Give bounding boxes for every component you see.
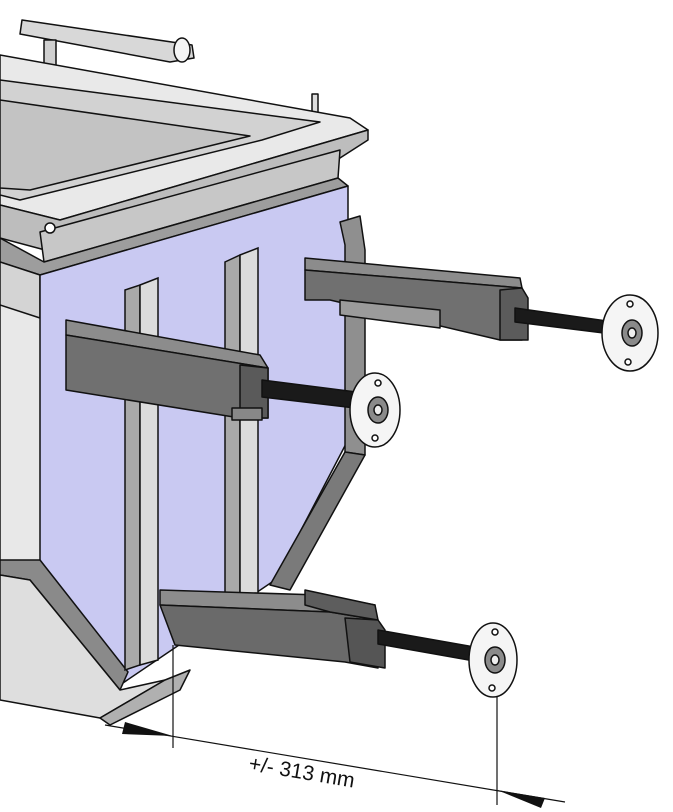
flange-upper-bolt-2 [624,358,632,366]
channel-mid-flange [239,246,259,601]
bracket-lower-end [344,617,386,669]
flange-upper-hole [627,327,637,339]
channel-mid [224,253,241,608]
bracket-lower-block [304,589,379,621]
arrowhead-left [122,722,173,736]
flange-lower-hole [490,654,500,666]
dimension-line [104,724,566,803]
bracket-middle[interactable] [65,319,401,448]
base-shadow [99,669,191,726]
lid-bolt [44,222,56,234]
bracket-middle-clip [231,407,263,421]
flange-lower-bolt-2 [488,684,496,692]
bracket-lower[interactable] [159,589,518,698]
bracket-middle-end [239,364,269,419]
arrowhead-right [497,790,545,808]
lid-inner-glass [0,99,251,191]
flange-lower-bolt-1 [491,628,499,636]
rod-lower [377,629,481,663]
flange-upper-bolt-1 [626,300,634,308]
flange-middle-bolt-2 [371,434,379,442]
box-body [0,185,366,726]
flange-middle-hole [373,404,383,416]
right-frame-diagonal [269,451,366,591]
bracket-upper[interactable] [304,257,659,372]
lid-handle-end [173,37,191,63]
flange-middle-bolt-1 [374,379,382,387]
bracket-upper-slot [339,299,441,329]
